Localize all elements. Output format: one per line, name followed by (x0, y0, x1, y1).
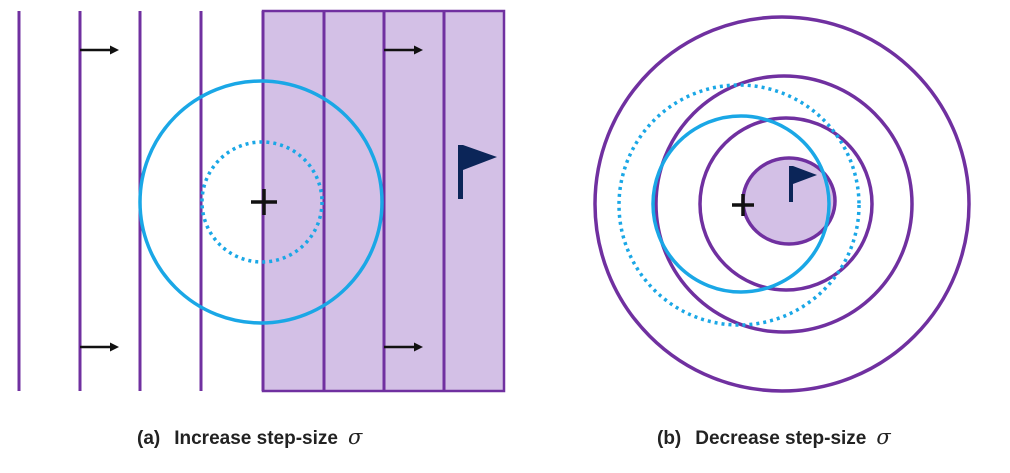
plus-icon (732, 194, 754, 216)
new-step-circle (138, 79, 384, 325)
old-step-circle-dotted (200, 140, 324, 264)
sigma-symbol: σ (876, 425, 891, 449)
contour-second (654, 74, 914, 334)
sigma-symbol: σ (347, 425, 363, 449)
panel-a (17, 9, 506, 393)
old-step-circle-dotted (617, 83, 861, 327)
caption-panel-b: (b) Decrease step-size σ (657, 425, 891, 450)
caption-text: Increase step-size (174, 428, 338, 449)
plus-icon (251, 189, 277, 215)
caption-label: (b) (657, 428, 682, 449)
arrow-right-icon (384, 45, 423, 55)
caption-label: (a) (137, 428, 161, 449)
caption-panel-a: (a) Increase step-size σ (137, 425, 362, 450)
contour-third (698, 116, 874, 292)
caption-text: Decrease step-size (695, 428, 867, 449)
flag-icon (458, 145, 497, 199)
arrow-right-icon (384, 342, 423, 352)
panel-b (593, 15, 971, 393)
arrow-right-icon (80, 342, 119, 352)
contour-outer (593, 15, 971, 393)
flag-icon (789, 166, 817, 202)
arrow-right-icon (80, 45, 119, 55)
new-step-circle (651, 114, 831, 294)
